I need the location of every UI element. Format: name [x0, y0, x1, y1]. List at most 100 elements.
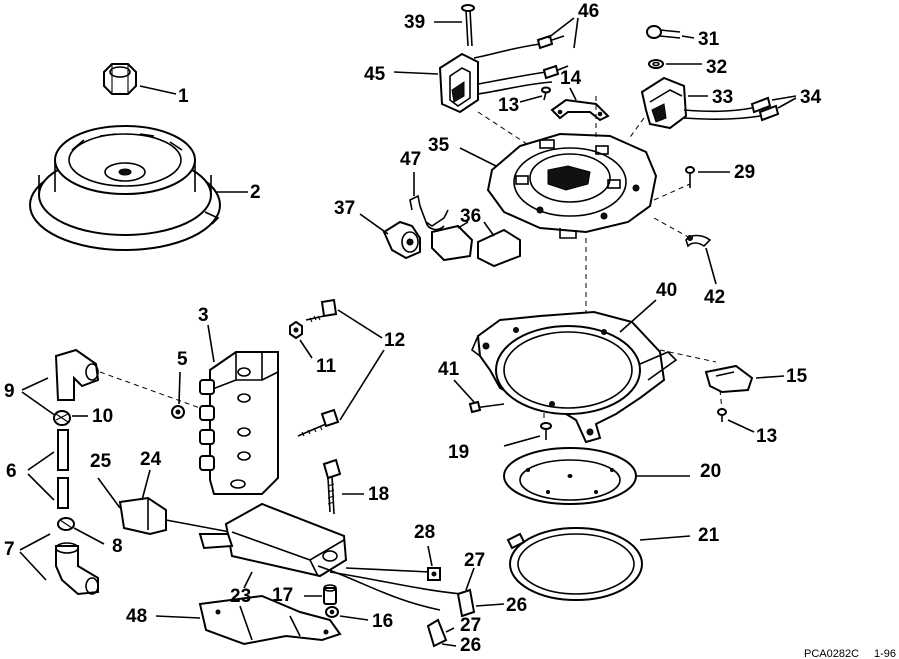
leader-5 — [178, 371, 181, 405]
leader-36a — [457, 221, 469, 229]
ignition-coil-23 — [198, 502, 348, 578]
callout-8: 8 — [112, 536, 123, 557]
callout-20: 20 — [700, 461, 722, 482]
callout-12: 12 — [384, 330, 406, 351]
terminals-34 — [750, 96, 780, 122]
clamp-8 — [57, 517, 75, 531]
leader-48 — [155, 615, 201, 619]
retainer-ring-20 — [503, 447, 637, 505]
spark-plug-boot-25 — [118, 496, 167, 536]
retainer-14 — [550, 98, 610, 122]
drawing-date: 1-96 — [874, 648, 897, 659]
callout-7: 7 — [4, 539, 15, 560]
callout-47: 47 — [400, 149, 422, 170]
callout-27-lower: 27 — [460, 615, 482, 636]
screw-13-upper — [541, 86, 551, 101]
leader-46b — [573, 17, 579, 49]
screw-12-lower — [297, 408, 340, 437]
elbow-7 — [55, 542, 99, 596]
leader-19 — [503, 435, 541, 447]
bolt-18 — [322, 458, 342, 515]
callout-11: 11 — [316, 356, 337, 377]
dash-35-42 — [653, 217, 691, 239]
washer-5 — [171, 405, 185, 419]
leader-46a — [547, 17, 575, 39]
screw-41 — [468, 400, 505, 414]
leader-37 — [359, 213, 389, 235]
ground-terminal-28 — [427, 567, 441, 581]
callout-35: 35 — [428, 135, 450, 156]
connector-27-26-lower — [426, 618, 448, 648]
callout-24: 24 — [140, 449, 162, 470]
leader-6b — [27, 473, 55, 501]
leader-27b — [445, 627, 455, 633]
leader-16 — [339, 615, 369, 621]
leader-13b — [727, 419, 755, 433]
sleeve-36 — [431, 224, 521, 268]
coil-wire — [165, 519, 231, 533]
dash-33-35 — [627, 117, 645, 141]
support-ring-21 — [506, 527, 643, 601]
leader-6a — [27, 451, 55, 471]
terminals-46 — [536, 34, 569, 80]
leader-7a — [19, 533, 51, 551]
callout-19: 19 — [448, 442, 470, 463]
leader-34b — [777, 97, 797, 109]
callout-13-lower: 13 — [756, 426, 778, 447]
leader-41 — [453, 379, 475, 403]
leader-3 — [207, 324, 215, 363]
leader-35 — [459, 147, 497, 167]
callout-15: 15 — [786, 366, 808, 387]
sensor33-wire-a — [683, 107, 753, 113]
callout-23: 23 — [230, 586, 252, 607]
leader-11 — [299, 339, 313, 359]
spacer-17 — [323, 584, 337, 605]
callout-31: 31 — [698, 29, 720, 50]
sensor-wire-c — [473, 43, 541, 59]
callout-1: 1 — [178, 86, 189, 107]
callout-2: 2 — [250, 182, 261, 203]
leader-8 — [73, 527, 105, 545]
callout-14: 14 — [560, 68, 582, 89]
leader-12b — [339, 349, 385, 421]
callout-25: 25 — [90, 451, 112, 472]
callout-34: 34 — [800, 87, 822, 108]
leader-12a — [337, 309, 383, 339]
connector-plug-37 — [382, 220, 421, 260]
callout-37: 37 — [334, 198, 356, 219]
screw-29 — [685, 166, 695, 188]
sensor-wire-b — [477, 81, 553, 95]
callout-36: 36 — [460, 206, 482, 227]
leader-15 — [755, 375, 785, 379]
callout-27-upper: 27 — [464, 550, 486, 571]
callout-10: 10 — [92, 406, 114, 427]
nut-11 — [289, 320, 303, 340]
coil-bracket-48 — [198, 594, 342, 646]
leader-1 — [139, 85, 177, 95]
screw-13-lower — [717, 408, 727, 422]
elbow-9 — [54, 348, 100, 401]
clip-42 — [685, 234, 712, 248]
callout-40: 40 — [656, 280, 678, 301]
sensor-33 — [640, 76, 688, 130]
leader-25 — [97, 477, 121, 509]
leader-9b — [21, 391, 57, 417]
drawing-code: PCA0282C — [804, 648, 860, 659]
coil-lead-c — [345, 567, 431, 573]
leader-31 — [681, 35, 695, 39]
callout-21: 21 — [698, 525, 720, 546]
leader-42 — [705, 247, 717, 285]
leader-26b — [441, 643, 457, 647]
callout-6: 6 — [6, 461, 17, 482]
flywheel-nut — [103, 63, 137, 95]
callout-29: 29 — [734, 162, 756, 183]
leader-45 — [393, 71, 439, 75]
screw-31 — [646, 25, 681, 39]
callout-28: 28 — [414, 522, 436, 543]
leader-13a — [519, 95, 543, 103]
sensor-45 — [438, 52, 479, 114]
leader-14 — [569, 87, 577, 101]
leader-27a — [465, 567, 475, 591]
callout-18: 18 — [368, 484, 390, 505]
